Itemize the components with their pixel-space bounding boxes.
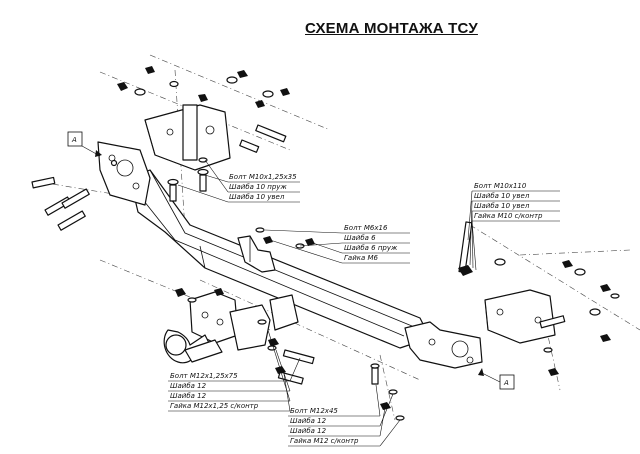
fasteners-lower-left: [175, 288, 315, 385]
svg-text:Шайба 6 пруж: Шайба 6 пруж: [344, 244, 398, 252]
fasteners-bottom: [370, 363, 405, 421]
fasteners-top-left: [117, 66, 290, 153]
tow-ball: [163, 329, 223, 364]
fasteners-left: [31, 159, 118, 231]
svg-text:Гайка M6: Гайка M6: [344, 254, 379, 262]
axis-lines: [39, 54, 640, 421]
callout-bolt-m12x1-25x75: Болт M12x1,25x75 Шайба 12 Шайба 12 Гайка…: [168, 329, 301, 412]
fasteners-right: [458, 221, 620, 376]
right-end-plate: [404, 321, 483, 369]
svg-text:Шайба 10 увел: Шайба 10 увел: [474, 192, 530, 200]
svg-text:Болт M12x1,25x75: Болт M12x1,25x75: [170, 372, 238, 380]
right-upper-bracket: [484, 289, 556, 344]
svg-text:Гайка M10 с/контр: Гайка M10 с/контр: [474, 212, 543, 220]
view-marker-a-right: A: [478, 368, 515, 390]
svg-text:Шайба 12: Шайба 12: [170, 392, 207, 400]
svg-text:Гайка M12 с/контр: Гайка M12 с/контр: [290, 437, 359, 445]
svg-text:Шайба 12: Шайба 12: [290, 417, 327, 425]
diagram-title: СХЕМА МОНТАЖА ТСУ: [305, 20, 478, 37]
svg-text:Гайка M12x1,25 с/контр: Гайка M12x1,25 с/контр: [170, 402, 259, 410]
svg-text:A: A: [503, 379, 509, 387]
svg-text:A: A: [71, 136, 77, 144]
tow-ball-mount: [189, 291, 299, 351]
callout-bolt-m10x110: Болт M10x110 Шайба 10 увел Шайба 10 увел…: [467, 182, 560, 271]
callout-bolt-m6x16: Болт M6x16 Шайба 6 Шайба 6 пруж Гайка M6: [264, 224, 410, 264]
svg-text:Шайба 10 увел: Шайба 10 увел: [474, 202, 530, 210]
svg-text:Болт M10x1,25x35: Болт M10x1,25x35: [229, 173, 297, 181]
svg-text:Шайба 10 увел: Шайба 10 увел: [229, 193, 285, 201]
view-marker-a-left: A: [67, 131, 102, 157]
svg-text:Шайба 12: Шайба 12: [170, 382, 207, 390]
svg-text:Шайба 6: Шайба 6: [344, 234, 376, 242]
svg-text:Болт M10x110: Болт M10x110: [474, 182, 527, 190]
wiring-bracket: [237, 235, 276, 273]
svg-text:Шайба 12: Шайба 12: [290, 427, 327, 435]
callout-bolt-m10x1-25x35: Болт M10x1,25x35 Шайба 10 пруж Шайба 10 …: [177, 159, 300, 203]
svg-text:Шайба 10 пруж: Шайба 10 пруж: [229, 183, 287, 191]
callout-bolt-m12x45: Болт M12x45 Шайба 12 Шайба 12 Гайка M12 …: [288, 384, 401, 447]
svg-text:Болт M6x16: Болт M6x16: [344, 224, 388, 232]
left-upper-bracket: [144, 104, 231, 171]
left-end-plate: [97, 141, 151, 206]
svg-text:Болт M12x45: Болт M12x45: [290, 407, 338, 415]
